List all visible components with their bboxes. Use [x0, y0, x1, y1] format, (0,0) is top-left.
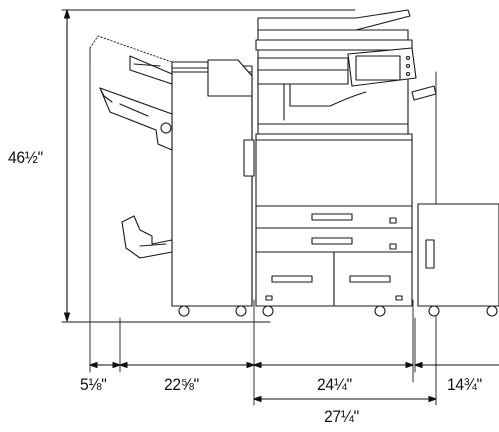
width-dimension-lines [89, 361, 499, 403]
finisher-width-dimension-label: 22⅝" [164, 375, 199, 394]
height-dimension-line [63, 9, 71, 322]
height-dimension-label: 46½" [8, 148, 43, 167]
side-paper-deck [417, 203, 499, 317]
main-copier-unit [255, 9, 437, 317]
main-unit-with-tray-width-dimension-label: 27¼" [324, 407, 359, 426]
side-deck-width-dimension-label: 14¾" [447, 375, 482, 394]
finisher-tray-dotted-outline [89, 35, 173, 63]
finisher-unit [99, 55, 255, 317]
main-unit-width-dimension-label: 24¼" [317, 375, 352, 394]
finisher-offset-dimension-label: 5⅛" [80, 375, 107, 394]
